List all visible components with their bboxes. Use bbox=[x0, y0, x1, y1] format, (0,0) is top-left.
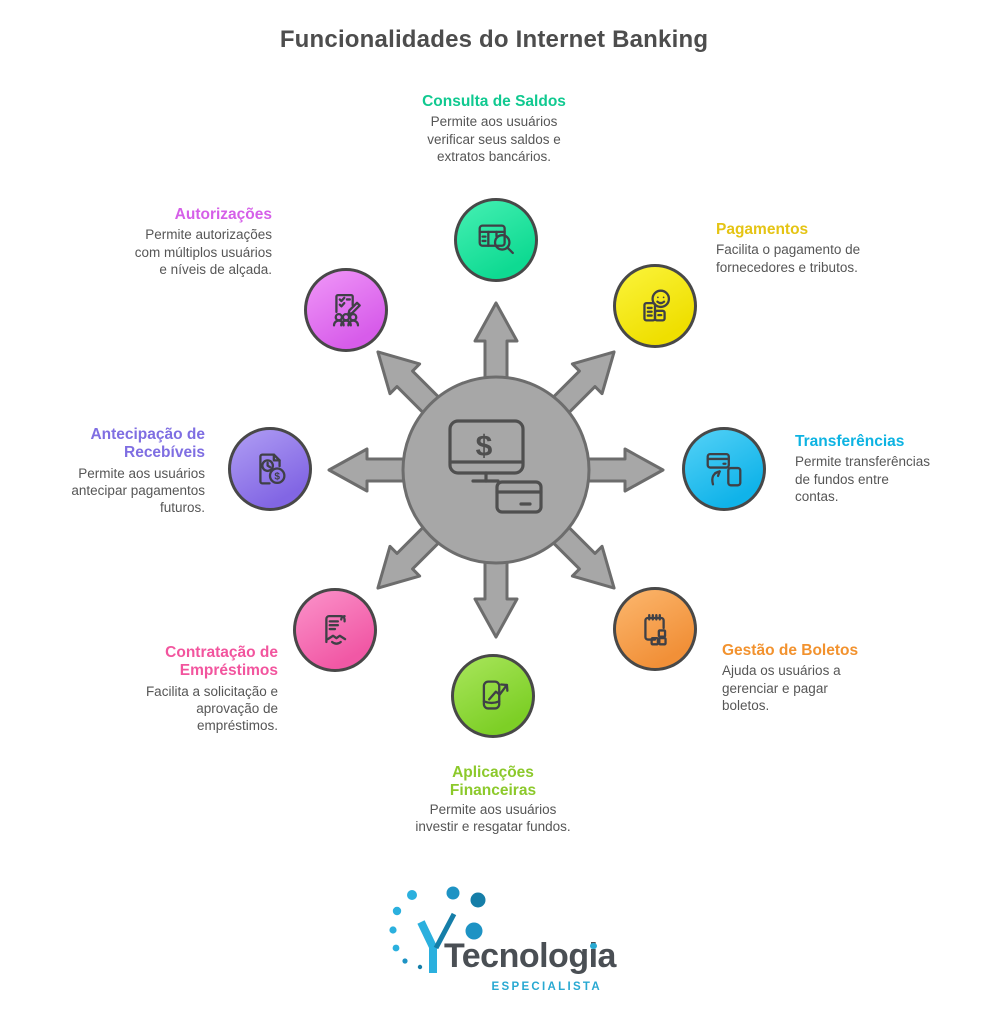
node-title: Pagamentos bbox=[716, 221, 809, 238]
node-title: Autorizações bbox=[174, 206, 272, 223]
node-description: Ajuda os usuários a gerenciar e pagar bo… bbox=[722, 663, 841, 713]
phone-growth-icon bbox=[482, 680, 509, 710]
node-description: Permite autorizações com múltiplos usuár… bbox=[134, 227, 272, 277]
node-circle-transferencias bbox=[682, 427, 766, 511]
computer-dollar-icon: $ bbox=[448, 419, 543, 514]
node-circle-contratacao-de-emprestimos bbox=[293, 588, 377, 672]
logo-tagline: ESPECIALISTA bbox=[491, 981, 602, 993]
node-text-aplicacoes-financeiras: Aplicações Financeiras Permite aos usuár… bbox=[383, 764, 603, 835]
document-clock-coin-icon: $ bbox=[259, 453, 286, 485]
page-title: Funcionalidades do Internet Banking bbox=[279, 26, 709, 53]
node-text-consulta-de-saldos: Consulta de Saldos Permite aos usuários … bbox=[384, 93, 604, 165]
node-circle-autorizacoes bbox=[304, 268, 388, 352]
node-circle-pagamentos bbox=[613, 264, 697, 348]
card-phone-transfer-icon bbox=[706, 452, 742, 487]
logo-y-mark bbox=[389, 886, 486, 973]
node-description: Permite aos usuários investir e resgatar… bbox=[415, 801, 571, 834]
node-title: Consulta de Saldos bbox=[422, 93, 566, 110]
node-text-pagamentos: Pagamentos Facilita o pagamento de forne… bbox=[716, 221, 866, 276]
node-text-autorizacoes: Autorizações Permite autorizações com mú… bbox=[112, 206, 272, 278]
notepad-items-icon bbox=[644, 613, 667, 646]
node-description: Permite transferências de fundos entre c… bbox=[795, 454, 931, 504]
node-text-contratacao-de-emprestimos: Contratação de Empréstimos Facilita a so… bbox=[118, 644, 278, 734]
node-description: Permite aos usuários antecipar pagamento… bbox=[71, 465, 205, 516]
node-title: Antecipação de Recebíveis bbox=[90, 426, 205, 462]
checklist-people-icon bbox=[332, 293, 361, 327]
node-circle-antecipacao-de-recebiveis: $ bbox=[228, 427, 312, 511]
node-circle-gestao-de-boletos bbox=[613, 587, 697, 671]
node-text-antecipacao-de-recebiveis: Antecipação de Recebíveis Permite aos us… bbox=[45, 426, 205, 516]
node-title: Gestão de Boletos bbox=[722, 642, 859, 659]
dollar-sign: $ bbox=[476, 430, 493, 463]
invoice-smiley-icon bbox=[643, 289, 671, 322]
node-circle-aplicacoes-financeiras bbox=[451, 654, 535, 738]
hub-diagram: $ bbox=[327, 301, 665, 639]
node-circle-consulta-de-saldos bbox=[454, 198, 538, 282]
node-description: Facilita a solicitação e aprovação de em… bbox=[145, 683, 278, 734]
svg-text:$: $ bbox=[274, 472, 280, 483]
node-text-gestao-de-boletos: Gestão de Boletos Ajuda os usuários a ge… bbox=[722, 642, 872, 714]
table-search-icon bbox=[478, 224, 514, 255]
node-title: Contratação de Empréstimos bbox=[165, 644, 278, 680]
contract-handshake-icon bbox=[325, 614, 347, 645]
hub-circle bbox=[401, 375, 591, 565]
node-description: Facilita o pagamento de fornecedores e t… bbox=[716, 242, 861, 275]
node-description: Permite aos usuários verificar seus sald… bbox=[427, 114, 561, 164]
brand-i-dot bbox=[590, 942, 597, 949]
hub-arrows bbox=[327, 301, 665, 639]
node-text-transferencias: Transferências Permite transferências de… bbox=[795, 433, 935, 505]
node-title: Aplicações Financeiras bbox=[449, 764, 537, 800]
node-title: Transferências bbox=[795, 433, 905, 450]
